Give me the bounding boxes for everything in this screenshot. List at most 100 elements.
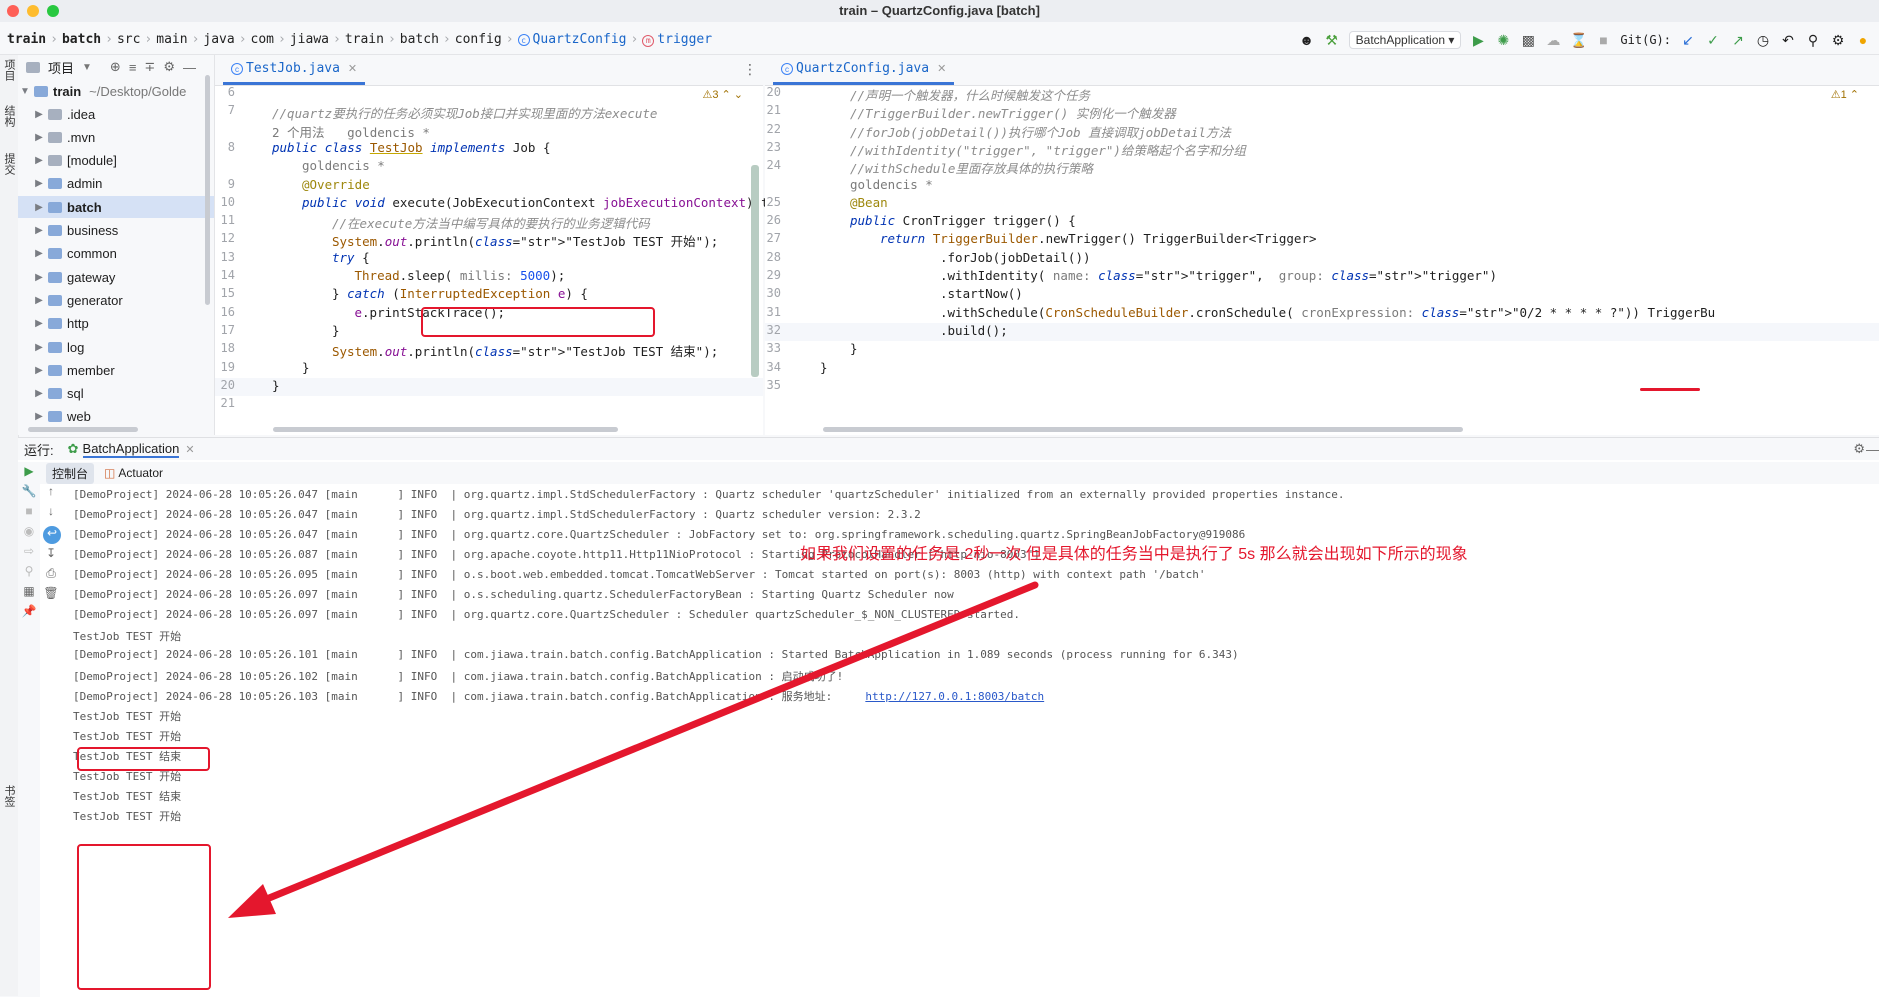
chevron-right-icon[interactable]: ▶ bbox=[35, 178, 43, 190]
project-tool-tab[interactable]: 项目 bbox=[3, 59, 15, 81]
tab-testjob[interactable]: c TestJob.java ✕ bbox=[223, 55, 366, 85]
git-push-icon[interactable]: ↗ bbox=[1732, 32, 1744, 48]
code-line[interactable]: 25@Bean bbox=[765, 195, 1879, 213]
code-line[interactable]: 9@Override bbox=[215, 177, 763, 195]
code-line[interactable]: 30.startNow() bbox=[765, 286, 1879, 304]
code-line[interactable]: 29.withIdentity( name: class="str">"trig… bbox=[765, 268, 1879, 286]
chevron-down-icon[interactable]: ▼ bbox=[20, 85, 30, 97]
soft-wrap-icon[interactable]: ↩ bbox=[43, 526, 61, 544]
chevron-right-icon[interactable]: ▶ bbox=[35, 201, 43, 213]
chevron-right-icon[interactable]: ▶ bbox=[35, 341, 43, 353]
code-line[interactable]: 2 个用法 goldencis * bbox=[215, 122, 763, 140]
code-line[interactable]: 21 bbox=[215, 396, 763, 414]
breadcrumb-item[interactable]: train bbox=[7, 32, 46, 47]
code-line[interactable]: 7//quartz要执行的任务必须实现Job接口并实现里面的方法execute bbox=[215, 103, 763, 121]
scroll-down-icon[interactable]: ↓ bbox=[48, 504, 54, 518]
chevron-right-icon[interactable]: ▶ bbox=[35, 318, 43, 330]
pin-icon[interactable]: 📌 bbox=[21, 604, 37, 618]
chevron-right-icon[interactable]: ▶ bbox=[35, 388, 43, 400]
breadcrumb-item[interactable]: config bbox=[455, 32, 502, 47]
tree-item-web[interactable]: ▶web bbox=[18, 406, 214, 428]
scroll-up-icon[interactable]: ↑ bbox=[48, 484, 54, 498]
chevron-right-icon[interactable]: ▶ bbox=[35, 248, 43, 260]
close-run-tab-icon[interactable]: ✕ bbox=[185, 443, 195, 456]
tree-item-sql[interactable]: ▶sql bbox=[18, 383, 214, 405]
git-update-icon[interactable]: ↙ bbox=[1682, 32, 1694, 48]
tree-item-member[interactable]: ▶member bbox=[18, 359, 214, 381]
tree-item-idea[interactable]: ▶.idea bbox=[18, 103, 214, 125]
code-line[interactable]: 6 bbox=[215, 85, 763, 103]
run-icon[interactable]: ▶ bbox=[1473, 32, 1484, 48]
code-line[interactable]: 22//forJob(jobDetail())执行哪个Job 直接调取jobDe… bbox=[765, 122, 1879, 140]
close-tab-icon[interactable]: ✕ bbox=[937, 63, 947, 75]
breadcrumb-item[interactable]: batch bbox=[62, 32, 101, 47]
run-settings-icon[interactable]: ⚙ bbox=[1853, 441, 1865, 456]
code-line[interactable]: 19} bbox=[215, 360, 763, 378]
breadcrumb-item[interactable]: main bbox=[156, 32, 187, 47]
chevron-right-icon[interactable]: ▶ bbox=[35, 225, 43, 236]
code-line[interactable]: 20//声明一个触发器，什么时候触发这个任务 bbox=[765, 85, 1879, 103]
breadcrumb-item[interactable]: src bbox=[117, 32, 140, 47]
chevron-down-icon[interactable]: ▼ bbox=[82, 61, 92, 73]
tree-item-module[interactable]: ▶[module] bbox=[18, 150, 214, 172]
git-commit-icon[interactable]: ✓ bbox=[1707, 32, 1719, 48]
code-line[interactable]: 31.withSchedule(CronScheduleBuilder.cron… bbox=[765, 305, 1879, 323]
scroll-to-end-icon[interactable]: ↧ bbox=[45, 546, 57, 560]
stop-run-icon[interactable]: ■ bbox=[25, 504, 33, 518]
more-tabs-icon[interactable]: ⋮ bbox=[743, 61, 757, 77]
profile-icon[interactable]: ☁ bbox=[1546, 32, 1561, 48]
build-hammer-icon[interactable]: ⚒ bbox=[1325, 32, 1338, 48]
search-icon[interactable]: ⚲ bbox=[1807, 32, 1819, 48]
debug-icon[interactable]: ✺ bbox=[1497, 32, 1510, 48]
user-icon[interactable]: ☻ bbox=[1299, 32, 1315, 48]
chevron-right-icon[interactable]: ▶ bbox=[35, 364, 43, 376]
close-tab-icon[interactable]: ✕ bbox=[347, 63, 358, 75]
rerun-icon[interactable]: ▶ bbox=[24, 464, 34, 478]
editor-quartzconfig[interactable]: c QuartzConfig.java ✕ 20//声明一个触发器，什么时候触发… bbox=[765, 55, 1879, 435]
breadcrumb-item[interactable]: train bbox=[345, 32, 384, 47]
structure-tool-tab[interactable]: 结构 bbox=[3, 105, 15, 127]
breadcrumb-item[interactable]: com bbox=[251, 32, 274, 47]
project-vertical-scrollbar[interactable] bbox=[205, 75, 210, 305]
breadcrumb-item[interactable]: java bbox=[203, 32, 234, 47]
settings-icon[interactable]: ⚙ bbox=[1831, 32, 1845, 48]
collapse-all-icon[interactable]: ∓ bbox=[144, 59, 156, 74]
hide-run-icon[interactable]: — bbox=[1866, 441, 1879, 457]
rollback-icon[interactable]: ↶ bbox=[1782, 32, 1794, 48]
account-icon[interactable]: ● bbox=[1858, 32, 1868, 48]
clear-console-icon[interactable]: 🗑 bbox=[43, 586, 59, 600]
chevron-right-icon[interactable]: ▶ bbox=[35, 294, 43, 306]
close-window-button[interactable] bbox=[7, 5, 19, 17]
tree-item-common[interactable]: ▶common bbox=[18, 243, 214, 265]
code-line[interactable]: 17} bbox=[215, 323, 763, 341]
gear-icon[interactable]: ⚙ bbox=[163, 59, 175, 74]
tree-item-admin[interactable]: ▶admin bbox=[18, 173, 214, 195]
expand-all-icon[interactable]: ≡ bbox=[128, 59, 137, 75]
print-icon[interactable]: ⎙ bbox=[46, 566, 56, 580]
code-line[interactable]: 32.build(); bbox=[765, 322, 1879, 341]
tree-item-business[interactable]: ▶business bbox=[18, 220, 214, 242]
editor-hscrollbar[interactable] bbox=[273, 427, 618, 432]
tree-item-log[interactable]: ▶log bbox=[18, 336, 214, 358]
editor-right-hscrollbar[interactable] bbox=[823, 427, 1463, 432]
zoom-window-button[interactable] bbox=[47, 5, 59, 17]
editor-scrollbar[interactable] bbox=[751, 165, 759, 377]
exit-icon[interactable]: ⇨ bbox=[23, 544, 35, 558]
code-line[interactable]: 33} bbox=[765, 341, 1879, 359]
code-line[interactable]: 20} bbox=[215, 377, 763, 396]
locate-icon[interactable]: ⊕ bbox=[109, 59, 121, 74]
tree-root-train[interactable]: ▼ train ~/Desktop/Golde bbox=[18, 80, 214, 102]
chevron-right-icon[interactable]: ▶ bbox=[35, 411, 43, 423]
project-view-select[interactable]: 项目 bbox=[48, 60, 75, 76]
stop-icon[interactable]: ■ bbox=[1599, 32, 1608, 48]
tree-item-http[interactable]: ▶http bbox=[18, 313, 214, 335]
commit-tool-tab[interactable]: 提交 bbox=[3, 153, 15, 175]
code-line[interactable]: 15} catch (InterruptedException e) { bbox=[215, 286, 763, 304]
